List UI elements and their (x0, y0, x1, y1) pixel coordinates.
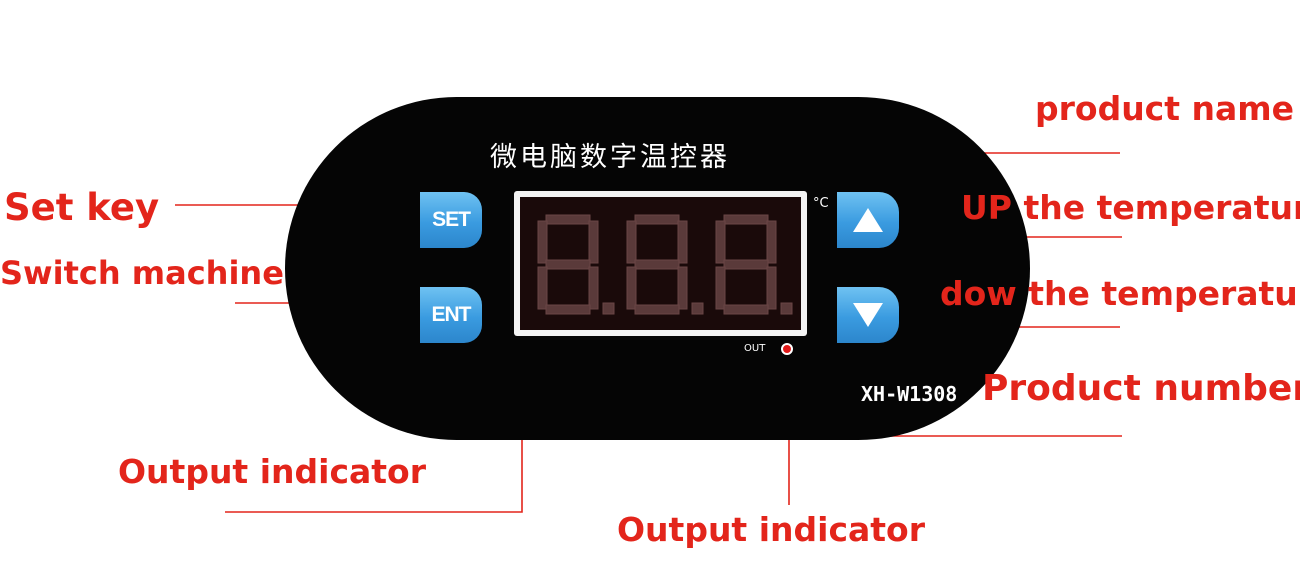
celsius-unit-label: °C (813, 196, 829, 211)
label-set-key: Set key (4, 186, 159, 229)
down-button[interactable] (837, 287, 899, 343)
label-output-indicator-left: Output indicator (118, 452, 426, 491)
segment-digit-3 (716, 215, 792, 314)
segment-digit-2 (627, 215, 703, 314)
set-button[interactable]: SET (420, 192, 482, 248)
triangle-down-icon (853, 303, 883, 327)
ent-button[interactable]: ENT (420, 287, 482, 343)
led-display (514, 191, 807, 336)
model-number: XH-W1308 (861, 382, 957, 406)
label-switch-machine: Switch machine (0, 254, 284, 292)
seven-segment-digits (520, 197, 801, 330)
label-up-temperature: UP the temperatur (961, 188, 1300, 227)
output-led-indicator (781, 343, 793, 355)
product-title: 微电脑数字温控器 (490, 135, 830, 174)
triangle-up-icon (853, 208, 883, 232)
up-button[interactable] (837, 192, 899, 248)
out-label: OUT (744, 343, 765, 354)
segment-digit-1 (538, 215, 614, 314)
label-product-number: Product number (982, 368, 1300, 409)
label-product-name: product name (1035, 89, 1294, 128)
label-output-indicator-bottom: Output indicator (617, 510, 925, 549)
led-display-screen (520, 197, 801, 330)
label-down-temperature: dow the temperatur (940, 274, 1300, 313)
